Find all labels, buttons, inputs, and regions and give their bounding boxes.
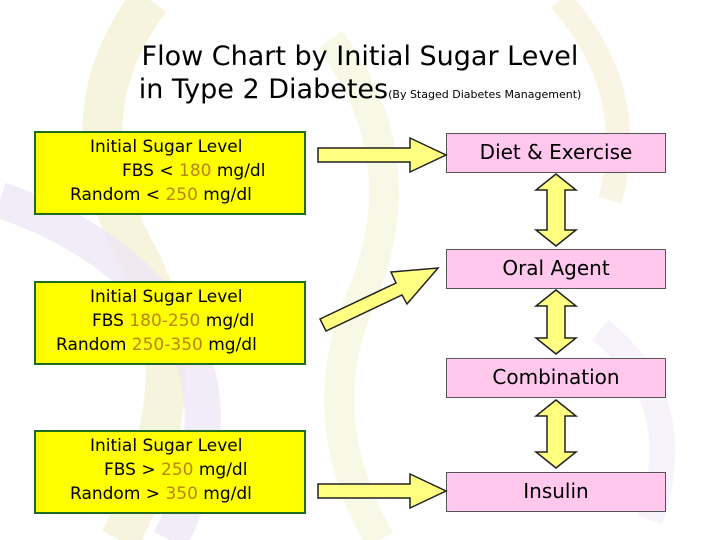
page-title: Flow Chart by Initial Sugar Level in Typ… xyxy=(0,40,720,111)
treatment-insulin: Insulin xyxy=(446,472,666,512)
level-1-heading: Initial Sugar Level xyxy=(90,137,243,157)
level-box-3: Initial Sugar Level FBS > 250 mg/dl Rand… xyxy=(34,430,306,514)
treatment-oral-agent: Oral Agent xyxy=(446,249,666,289)
treatment-diet-exercise: Diet & Exercise xyxy=(446,133,666,173)
level-3-fbs: FBS > 250 mg/dl xyxy=(104,460,248,480)
title-note: (By Staged Diabetes Management) xyxy=(388,88,582,101)
level-1-random: Random < 250 mg/dl xyxy=(70,185,252,205)
level-2-fbs: FBS 180-250 mg/dl xyxy=(92,311,255,331)
title-line-1: Flow Chart by Initial Sugar Level xyxy=(141,41,579,72)
level-1-fbs: FBS < 180 mg/dl xyxy=(122,161,266,181)
level-3-heading: Initial Sugar Level xyxy=(90,436,243,456)
level-box-1: Initial Sugar Level FBS < 180 mg/dl Rand… xyxy=(34,131,306,215)
treatment-combination: Combination xyxy=(446,358,666,398)
level-2-heading: Initial Sugar Level xyxy=(90,287,243,307)
title-line-2: in Type 2 Diabetes xyxy=(138,74,389,105)
level-box-2: Initial Sugar Level FBS 180-250 mg/dl Ra… xyxy=(34,281,306,365)
level-3-random: Random > 350 mg/dl xyxy=(70,484,252,504)
level-2-random: Random 250-350 mg/dl xyxy=(56,335,257,355)
